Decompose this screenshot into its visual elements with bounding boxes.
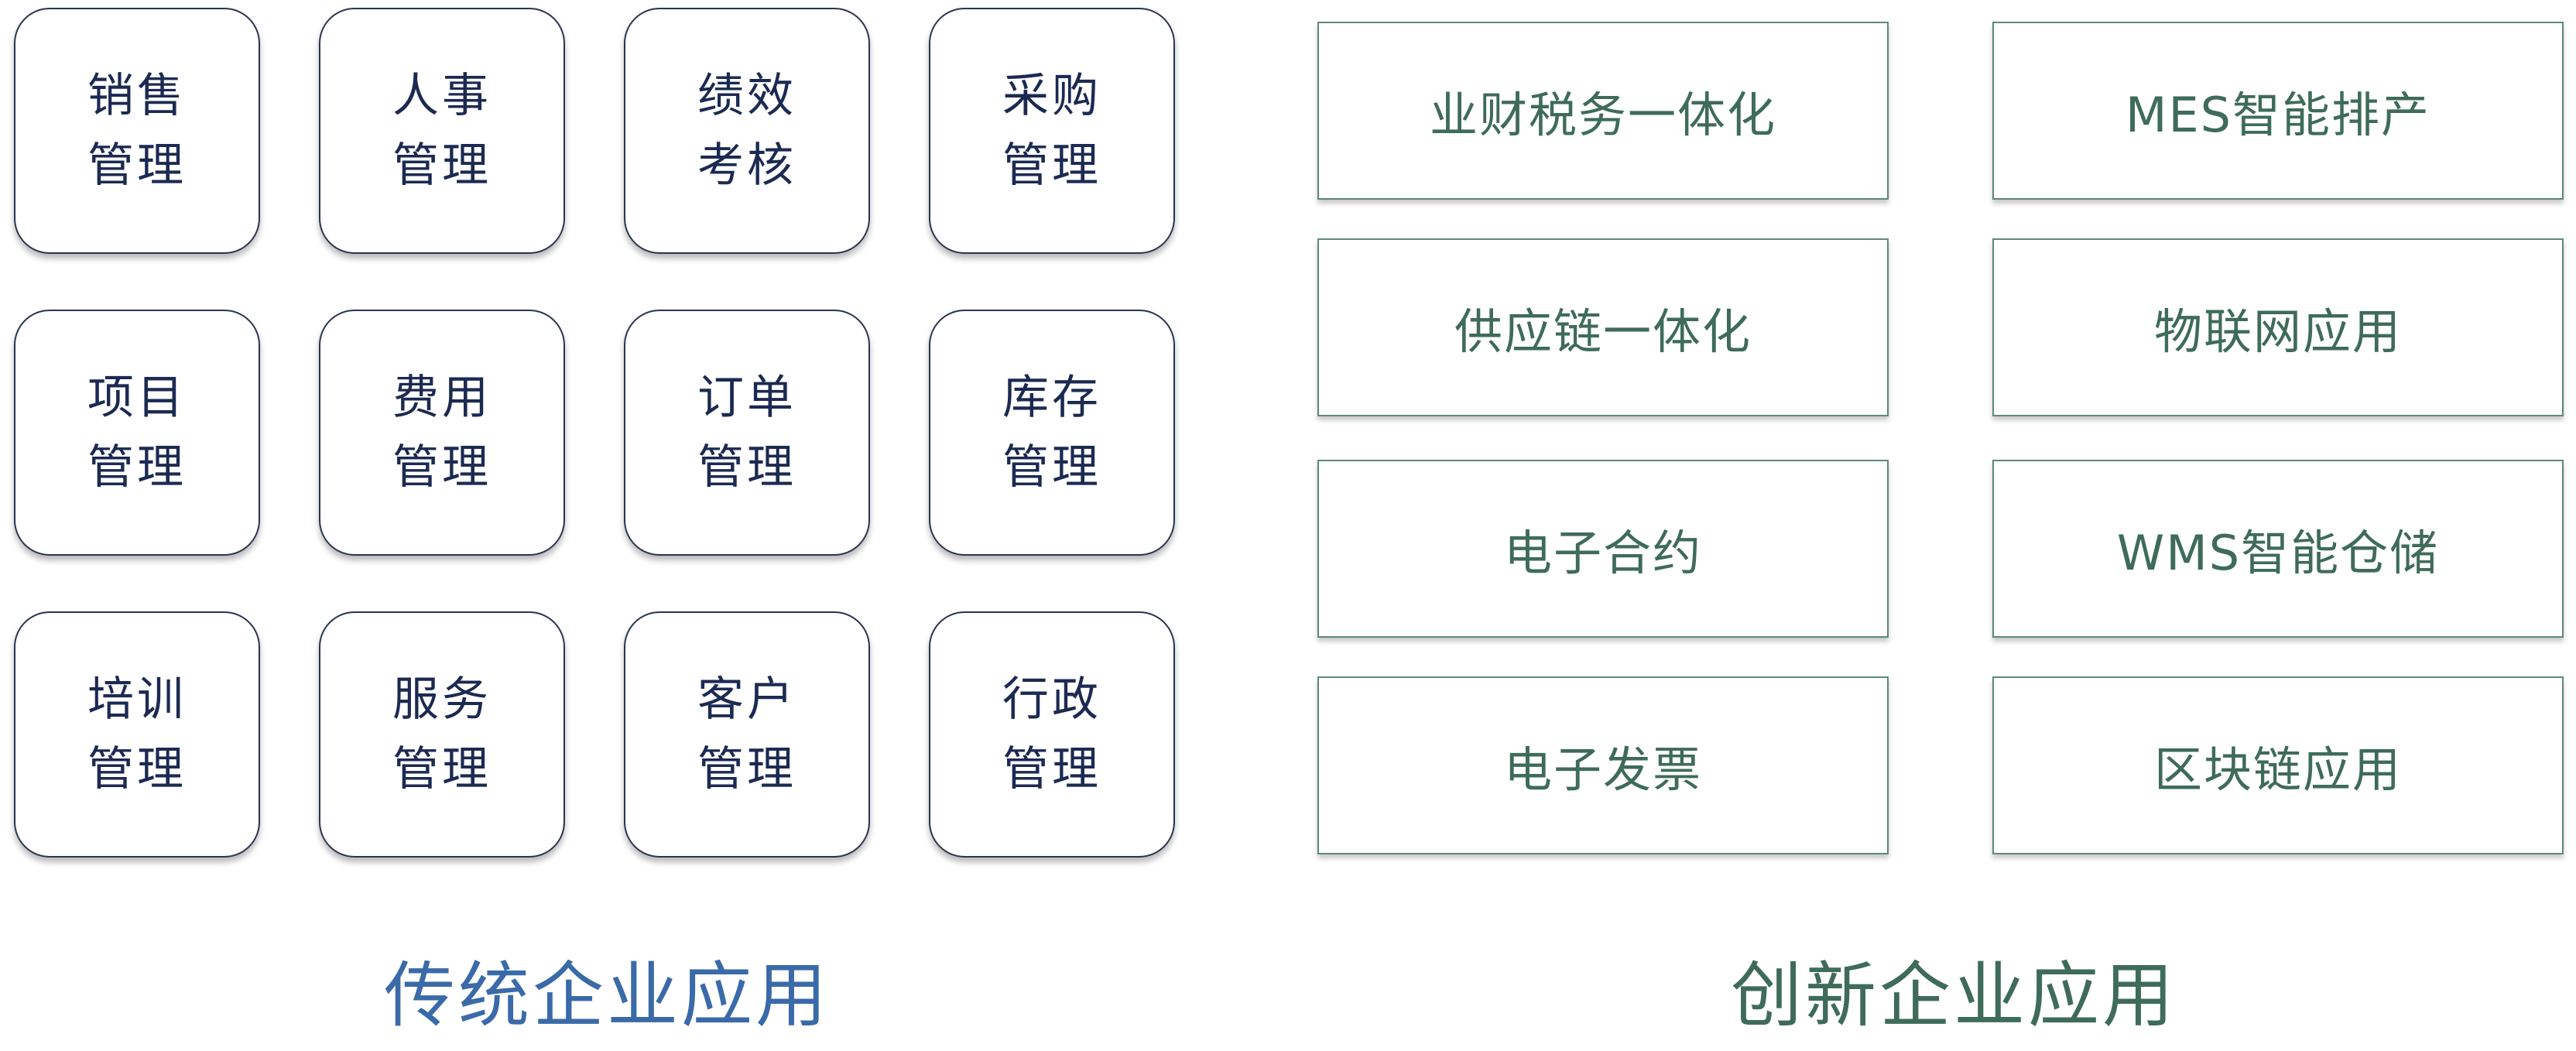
innovative-apps-title: 创新企业应用 (1731, 954, 2177, 1037)
tile-hr-management: 人事 管理 (319, 8, 565, 254)
tile-line1: 行政 (1002, 673, 1101, 727)
tile-line1: 订单 (697, 371, 796, 425)
tile-training-management: 培训 管理 (14, 611, 260, 858)
tile-line2: 管理 (697, 742, 796, 796)
traditional-apps-title: 传统企业应用 (384, 954, 831, 1037)
box-wms-warehousing: WMS智能仓储 (1992, 460, 2564, 638)
tile-line2: 管理 (392, 742, 492, 796)
tile-line1: 客户 (697, 673, 796, 727)
tile-procurement-management: 采购 管理 (929, 8, 1175, 254)
tile-customer-management: 客户 管理 (624, 611, 870, 858)
box-e-invoice: 电子发票 (1317, 676, 1889, 854)
tile-line2: 管理 (1002, 139, 1101, 193)
tile-inventory-management: 库存 管理 (929, 310, 1175, 556)
tile-expense-management: 费用 管理 (319, 310, 565, 556)
tile-line1: 人事 (392, 69, 492, 123)
tile-project-management: 项目 管理 (14, 310, 260, 556)
tile-line1: 服务 (392, 673, 492, 727)
tile-line1: 绩效 (697, 69, 796, 123)
tile-performance-review: 绩效 考核 (624, 8, 870, 254)
tile-line2: 管理 (392, 139, 492, 193)
traditional-apps-grid: 销售 管理 人事 管理 绩效 考核 采购 管理 项目 管理 费用 管理 订单 管… (14, 8, 1175, 859)
tile-line1: 培训 (87, 673, 187, 727)
tile-line1: 采购 (1002, 69, 1101, 123)
tile-line2: 考核 (697, 139, 796, 193)
tile-line1: 库存 (1002, 371, 1101, 425)
tile-sales-management: 销售 管理 (14, 8, 260, 254)
box-finance-tax-integration: 业财税务一体化 (1317, 22, 1889, 200)
tile-line2: 管理 (392, 440, 492, 495)
tile-line2: 管理 (87, 139, 187, 193)
tile-line2: 管理 (1002, 742, 1101, 796)
box-supply-chain-integration: 供应链一体化 (1317, 238, 1889, 416)
tile-line2: 管理 (1002, 440, 1101, 495)
box-iot-application: 物联网应用 (1992, 238, 2564, 416)
box-blockchain-application: 区块链应用 (1992, 676, 2564, 854)
tile-admin-management: 行政 管理 (929, 611, 1175, 858)
tile-order-management: 订单 管理 (624, 310, 870, 556)
tile-line1: 费用 (392, 371, 492, 425)
tile-line1: 销售 (87, 69, 187, 123)
box-e-contract: 电子合约 (1317, 460, 1889, 638)
tile-line2: 管理 (87, 742, 187, 796)
tile-line2: 管理 (87, 440, 187, 495)
tile-line1: 项目 (87, 371, 187, 425)
tile-line2: 管理 (697, 440, 796, 495)
box-mes-scheduling: MES智能排产 (1992, 22, 2564, 200)
tile-service-management: 服务 管理 (319, 611, 565, 858)
